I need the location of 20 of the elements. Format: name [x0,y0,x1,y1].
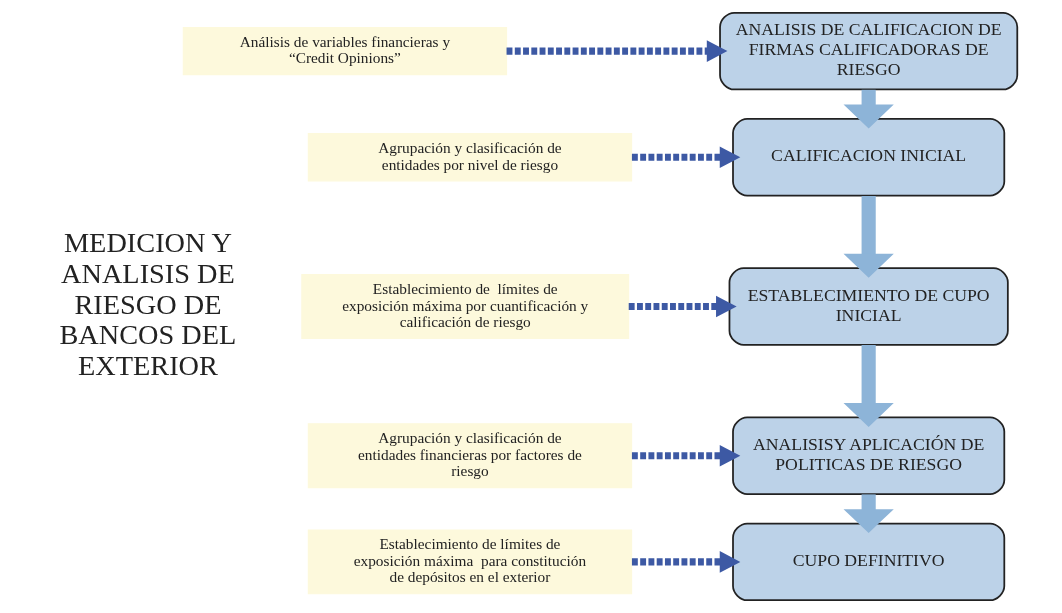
node-box: CALIFICACION INICIAL [732,118,1006,197]
label: MEDICION Y ANALISIS DE RIESGO DE BANCOS DEL EXTERIOR [59,227,237,382]
arrow [631,146,741,169]
node-box: ESTABLECIMIENTO DE CUPO INICIAL [728,267,1009,346]
node-box: Establecimiento de límites de exposición máxima para constitución de depósitos en el exterior [307,529,633,595]
node-box: ANALISIS DE CALIFICACION DE FIRMAS CALIFICADORAS DE RIESGO [719,11,1019,91]
node-box: Agrupación y clasificación de entidades por nivel de riesgo [307,133,633,182]
arrow [843,195,894,278]
node-box: CUPO DEFINITIVO [732,522,1006,602]
arrow [631,551,741,573]
node-box: Establecimiento de límites de exposición máxima por cuantificación y calificación de riesgo [301,274,630,339]
arrow [843,494,894,534]
node-box: ANALISISY APLICACIÓN DE POLITICAS DE RIESGO [732,416,1006,495]
node-box: Análisis de variables financieras y “Credit Opinions” [182,26,508,76]
arrow [506,40,728,62]
arrow [628,295,737,318]
arrow [631,444,741,467]
node-box: Agrupación y clasificación de entidades financieras por factores de riesgo [307,423,633,489]
arrow [843,345,894,427]
arrow [843,89,894,129]
